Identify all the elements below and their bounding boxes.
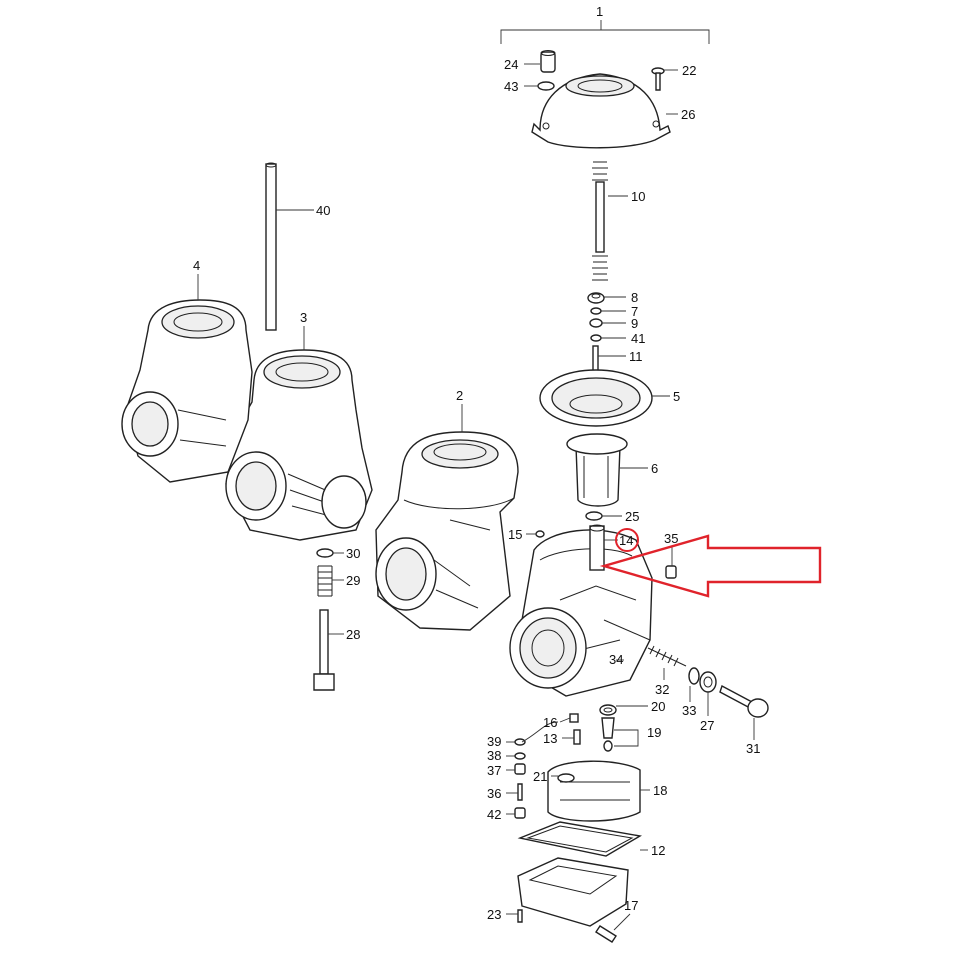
callout-14-highlight-ring <box>615 528 639 552</box>
part-23-screw <box>517 909 523 923</box>
callout-42: 42 <box>487 807 501 822</box>
part-30-washer <box>316 548 334 558</box>
callout-14: 14 <box>619 533 633 548</box>
callout-11: 11 <box>629 349 643 364</box>
red-pointer-arrow <box>599 534 822 598</box>
callout-13: 13 <box>543 731 557 746</box>
callout-15: 15 <box>508 527 522 542</box>
callout-24: 24 <box>504 57 518 72</box>
callout-26: 26 <box>681 107 695 122</box>
part-10-spring-needle <box>592 161 608 281</box>
callout-9: 9 <box>631 316 638 331</box>
callout-29: 29 <box>346 573 360 588</box>
part-16-jet <box>569 713 579 723</box>
part-38-washer <box>514 752 526 760</box>
float-bowl <box>517 857 629 927</box>
part-20-oring <box>599 704 617 716</box>
part-9-washer <box>589 318 603 328</box>
callout-labels: 1 2 3 4 5 6 7 8 9 10 11 12 13 14 15 16 1… <box>193 4 760 922</box>
callout-31: 31 <box>746 741 760 756</box>
callout-36: 36 <box>487 786 501 801</box>
part-8-retainer <box>587 292 605 304</box>
callout-3: 3 <box>300 310 307 325</box>
callout-8: 8 <box>631 290 638 305</box>
callout-16: 16 <box>543 715 557 730</box>
callout-38: 38 <box>487 748 501 763</box>
part-28-bolt <box>313 609 335 691</box>
part-40-shaft <box>265 162 277 331</box>
callout-39: 39 <box>487 734 501 749</box>
part-42-cap <box>514 807 526 819</box>
part-31-screw <box>719 684 769 718</box>
carburetor-body-3 <box>225 349 373 541</box>
callout-32: 32 <box>655 682 669 697</box>
part-15-screw <box>535 530 545 538</box>
callout-19: 19 <box>647 725 661 740</box>
part-19-float-valve <box>601 717 615 752</box>
part-6-piston <box>566 433 628 507</box>
part-21-pin <box>557 773 575 783</box>
callout-28: 28 <box>346 627 360 642</box>
part-24-plug <box>540 50 556 73</box>
assembly-1-bracket <box>500 20 710 44</box>
carburetor-body-2 <box>375 431 519 631</box>
part-12-gasket <box>517 821 642 857</box>
leader-lines <box>197 63 755 931</box>
callout-35: 35 <box>664 531 678 546</box>
callout-5: 5 <box>673 389 680 404</box>
callout-6: 6 <box>651 461 658 476</box>
callout-34: 34 <box>609 652 623 667</box>
part-36-screw <box>517 783 523 801</box>
part-17-drain-screw <box>595 925 617 943</box>
part-43-seal <box>537 81 555 91</box>
callout-12: 12 <box>651 843 665 858</box>
callout-21: 21 <box>533 769 547 784</box>
callout-30: 30 <box>346 546 360 561</box>
part-39-washer <box>514 738 526 746</box>
part-7-clip <box>590 307 602 315</box>
callout-4: 4 <box>193 258 200 273</box>
part-35-clip <box>665 565 677 579</box>
highlight-group <box>599 528 822 598</box>
part-34-rod <box>603 619 651 641</box>
callout-27: 27 <box>700 718 714 733</box>
callout-2: 2 <box>456 388 463 403</box>
callout-37: 37 <box>487 763 501 778</box>
callout-33: 33 <box>682 703 696 718</box>
callout-10: 10 <box>631 189 645 204</box>
part-25-oring <box>585 511 603 521</box>
part-32-spring-screw <box>647 645 687 667</box>
part-5-diaphragm <box>539 369 653 427</box>
callout-18: 18 <box>653 783 667 798</box>
part-27-nut <box>699 671 717 693</box>
carburetor-body-left <box>121 299 253 483</box>
callout-17: 17 <box>624 898 638 913</box>
part-41-washer <box>590 334 602 342</box>
callout-41: 41 <box>631 331 645 346</box>
part-18-float <box>547 760 641 822</box>
part-33-washer <box>688 667 700 685</box>
callout-20: 20 <box>651 699 665 714</box>
part-22-screw <box>651 67 665 91</box>
callout-40: 40 <box>316 203 330 218</box>
callout-1: 1 <box>596 4 603 19</box>
callout-43: 43 <box>504 79 518 94</box>
part-29-spring <box>317 565 333 597</box>
part-13-jet <box>573 729 581 745</box>
part-37-spring <box>514 763 526 775</box>
callout-23: 23 <box>487 907 501 922</box>
callout-22: 22 <box>682 63 696 78</box>
callout-25: 25 <box>625 509 639 524</box>
top-cap <box>531 73 671 149</box>
callout-7: 7 <box>631 304 638 319</box>
